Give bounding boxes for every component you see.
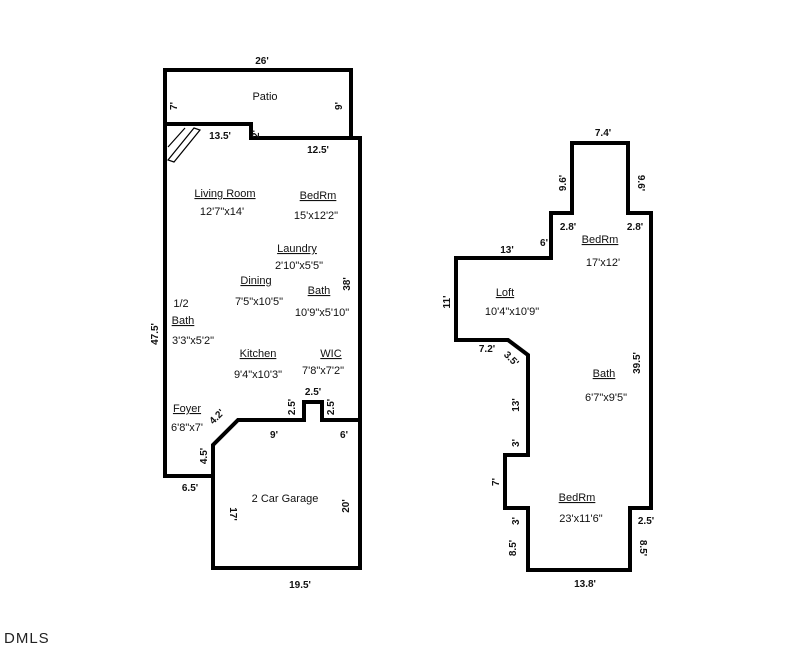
room-label-wic: WIC <box>320 348 341 360</box>
room-label-half: 1/2 <box>173 298 188 310</box>
dim-foyer-bottom: 6.5' <box>182 483 198 494</box>
dim-patio-left: 7' <box>169 102 180 110</box>
second-floor-plan: BedRm 17'x12' Loft 10'4"x10'9" Bath 6'7"… <box>442 128 654 590</box>
garage-outline <box>211 420 362 570</box>
dim-garage-left: 17' <box>227 507 238 521</box>
second-floor-outline <box>454 141 653 572</box>
dim-left-notch-bottom: 3' <box>511 517 522 525</box>
dim-left-notch-top: 3' <box>511 439 522 447</box>
dim-top: 7.4' <box>595 128 611 139</box>
first-floor-plan: Patio Living Room 12'7"x14' BedRm 15'x12… <box>150 56 362 591</box>
dim-loft-bottom: 7.2' <box>479 344 495 355</box>
room-label-kitchen: Kitchen <box>240 348 277 360</box>
dim-step-right: 2.8' <box>627 222 643 233</box>
stair-detail <box>166 127 202 163</box>
dim-loft-step: 6' <box>540 238 548 249</box>
room-label-loft: Loft <box>496 287 514 299</box>
room-label-bedroom-upper: BedRm <box>582 234 619 246</box>
room-label-patio: Patio <box>252 91 277 103</box>
dim-left-mid: 13' <box>511 398 522 412</box>
room-label-laundry: Laundry <box>277 243 317 255</box>
dim-patio-width: 26' <box>255 56 269 67</box>
stair-detail-line <box>167 127 186 148</box>
dim-notch-left: 2.5' <box>287 399 298 415</box>
room-size-dining: 7'5"x10'5" <box>235 296 283 308</box>
dim-foyer-side: 4.5' <box>199 448 210 464</box>
dim-tower-left: 9.6' <box>558 175 569 191</box>
brand-watermark: DMLS <box>4 630 50 647</box>
room-size-bedroom-lower: 23'x11'6" <box>559 513 602 525</box>
dim-step-left: 2.8' <box>560 222 576 233</box>
room-label-half-bath: Bath <box>172 315 195 327</box>
room-label-bath-upper: Bath <box>593 368 616 380</box>
room-label-garage: 2 Car Garage <box>252 493 319 505</box>
dim-loft-top: 13' <box>500 245 514 256</box>
room-size-bedroom: 15'x12'2" <box>294 210 338 222</box>
room-size-bath: 10'9"x5'10" <box>295 307 349 319</box>
room-label-living-room: Living Room <box>194 188 255 200</box>
room-label-bedroom-lower: BedRm <box>559 492 596 504</box>
dim-left-notch: 7' <box>491 478 502 486</box>
dim-step: 2' <box>251 130 262 138</box>
dim-diagonal: 4.2' <box>208 408 227 427</box>
room-size-kitchen: 9'4"x10'3" <box>234 369 282 381</box>
dim-garage-right: 20' <box>341 499 352 513</box>
dim-lower-right: 8.5' <box>637 540 648 556</box>
room-size-bedroom-upper: 17'x12' <box>586 257 620 269</box>
dim-patio-right: 9' <box>334 102 345 110</box>
room-label-foyer: Foyer <box>173 403 201 415</box>
dim-notch-top: 2.5' <box>305 387 321 398</box>
dim-lower-left: 8.5' <box>508 540 519 556</box>
room-size-loft: 10'4"x10'9" <box>485 306 539 318</box>
room-size-living-room: 12'7"x14' <box>200 206 244 218</box>
dim-garage-top-right: 6' <box>340 430 348 441</box>
room-size-bath-upper: 6'7"x9'5" <box>585 392 627 404</box>
room-size-wic: 7'8"x7'2" <box>302 365 344 377</box>
room-label-dining: Dining <box>240 275 271 287</box>
dim-right-notch: 2.5' <box>638 516 654 527</box>
dim-garage-top-left: 9' <box>270 430 278 441</box>
dim-bottom: 13.8' <box>574 579 596 590</box>
room-size-foyer: 6'8"x7' <box>171 422 203 434</box>
patio-outline <box>163 68 353 138</box>
dim-left-side: 47.5' <box>150 323 161 345</box>
dim-living-top: 13.5' <box>209 131 231 142</box>
first-floor-outline <box>163 122 362 478</box>
dim-notch-right: 2.5' <box>326 399 337 415</box>
dim-diagonal-upper: 3.5' <box>501 350 520 369</box>
room-size-laundry: 2'10"x5'5" <box>275 260 323 272</box>
room-label-bath: Bath <box>308 285 331 297</box>
dim-tower-right: 9.6' <box>635 175 646 191</box>
room-size-half-bath: 3'3"x5'2" <box>172 335 214 347</box>
dim-garage-bottom: 19.5' <box>289 580 311 591</box>
dim-bedroom-top: 12.5' <box>307 145 329 156</box>
room-label-bedroom: BedRm <box>300 190 337 202</box>
dim-right-side: 38' <box>342 277 353 291</box>
dim-loft-left: 11' <box>442 296 453 309</box>
dim-right-side-upper: 39.5' <box>632 352 643 374</box>
